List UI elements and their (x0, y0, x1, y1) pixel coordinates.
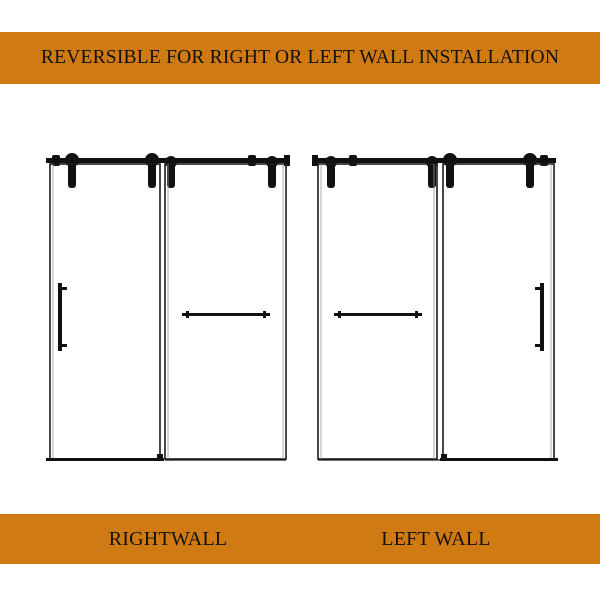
door-handle-vertical (58, 283, 62, 351)
track-endcap (284, 155, 290, 166)
sliding-glass-panel (49, 163, 161, 460)
roller (523, 153, 537, 188)
roller (65, 153, 79, 188)
fixed-glass-panel (317, 163, 438, 460)
top-banner: REVERSIBLE FOR RIGHT OR LEFT WALL INSTAL… (0, 32, 600, 84)
door-handle-vertical (540, 283, 544, 351)
sliding-glass-panel (442, 163, 555, 460)
bottom-guide (440, 458, 558, 461)
roller (266, 156, 278, 188)
caption-left-wall: LEFT WALL (381, 528, 491, 550)
track-endcap (312, 155, 318, 166)
towel-bar (334, 313, 422, 316)
roller (443, 153, 457, 188)
caption-right-wall: RIGHTWALL (108, 528, 228, 550)
roller (165, 156, 177, 188)
banner-title: REVERSIBLE FOR RIGHT OR LEFT WALL INSTAL… (40, 47, 560, 68)
bottom-banner: RIGHTWALL LEFT WALL (0, 514, 600, 564)
roller (325, 156, 337, 188)
door-diagram-right-wall (46, 153, 290, 461)
door-diagram-left-wall (312, 153, 558, 461)
bottom-guide (46, 458, 164, 461)
roller (145, 153, 159, 188)
towel-bar (182, 313, 270, 316)
fixed-glass-panel (164, 163, 287, 460)
